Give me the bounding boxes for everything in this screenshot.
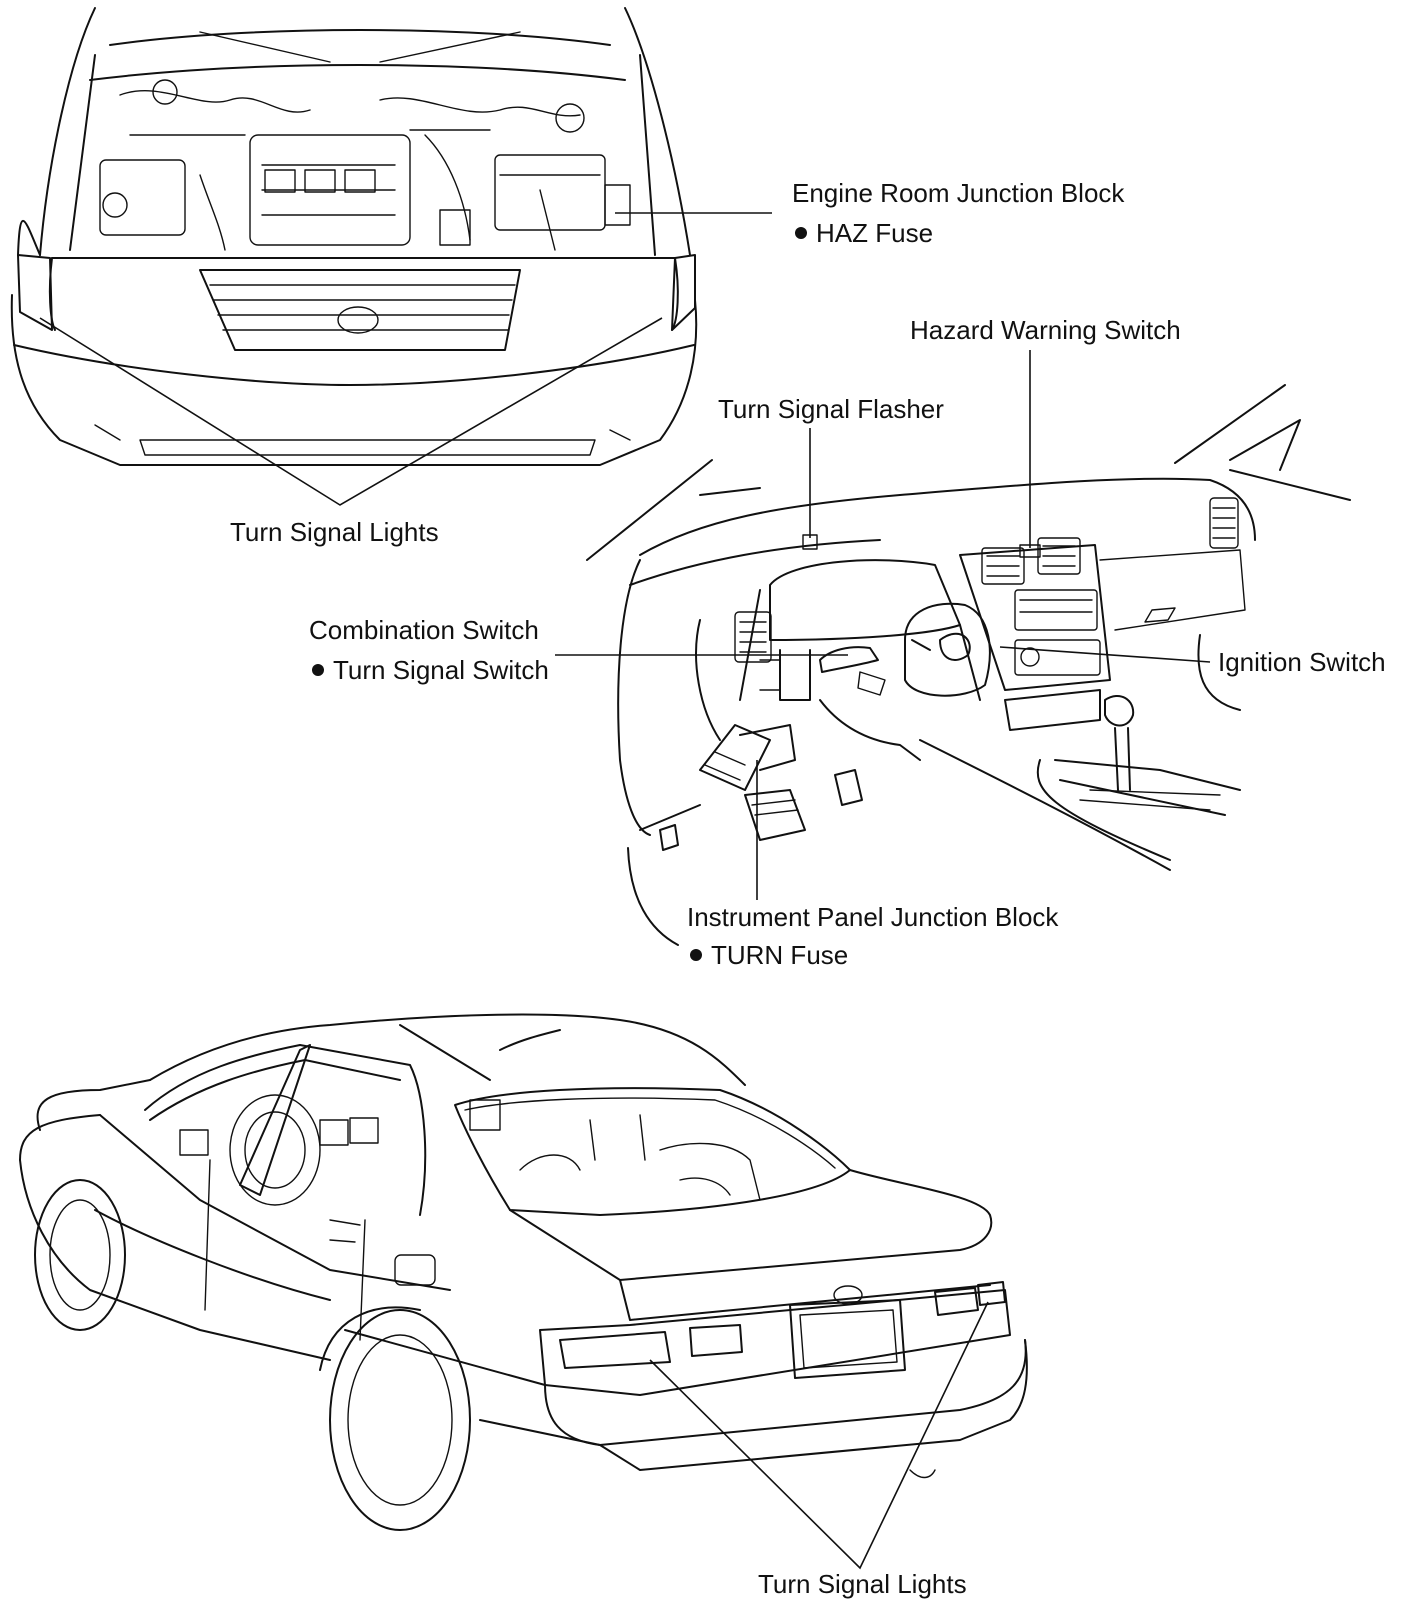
rear-car-illustration <box>19 1013 1028 1531</box>
turn-signal-switch-label: Turn Signal Switch <box>333 655 549 685</box>
bullet-icon <box>795 227 807 239</box>
front-car-illustration <box>10 7 698 466</box>
turn-fuse-label: TURN Fuse <box>711 940 848 970</box>
rear-turn-lights-leaders <box>649 1301 989 1570</box>
ignition-switch-leader <box>999 646 1211 663</box>
engine-room-junction-block-label: Engine Room Junction Block <box>792 178 1125 208</box>
ignition-switch-label: Ignition Switch <box>1218 647 1386 677</box>
dashboard-illustration <box>586 384 1351 946</box>
front-turn-signal-lights-label: Turn Signal Lights <box>230 517 439 547</box>
hazard-warning-switch-label: Hazard Warning Switch <box>910 315 1181 345</box>
rear-turn-signal-lights-label: Turn Signal Lights <box>758 1569 967 1599</box>
combination-switch-label: Combination Switch <box>309 615 539 645</box>
haz-fuse-label: HAZ Fuse <box>816 218 933 248</box>
front-turn-lights-leaders <box>39 317 663 506</box>
bullet-icon <box>690 949 702 961</box>
bullet-icon <box>312 664 324 676</box>
instrument-panel-junction-block-label: Instrument Panel Junction Block <box>687 902 1059 932</box>
turn-signal-flasher-label: Turn Signal Flasher <box>718 394 944 424</box>
